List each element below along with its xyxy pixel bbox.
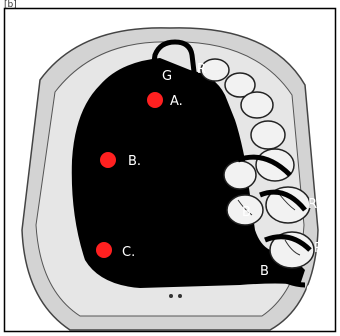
tooth xyxy=(224,161,256,189)
tooth xyxy=(241,92,273,118)
rugae-dot xyxy=(169,294,173,298)
rugae-dot xyxy=(178,294,182,298)
clasp-label-r-top: R xyxy=(197,62,206,77)
clasp-label-b-lower: B xyxy=(260,264,269,279)
point-a-marker xyxy=(147,92,163,108)
point-c-marker xyxy=(96,242,112,258)
corner-label: [b] xyxy=(4,0,17,10)
clasp-label-r-lower: R xyxy=(314,241,323,256)
clasp-label-b-upper: B xyxy=(242,205,251,220)
clasp-label-g-top: G xyxy=(162,69,172,84)
point-a-label: A. xyxy=(170,94,183,109)
clasp-label-g-lower: G xyxy=(306,283,316,298)
point-c-label: C. xyxy=(122,245,135,260)
clasp-label-r-upper: R xyxy=(308,197,317,212)
tooth xyxy=(251,121,285,149)
point-b-label: B. xyxy=(128,154,141,169)
point-b-marker xyxy=(100,152,116,168)
